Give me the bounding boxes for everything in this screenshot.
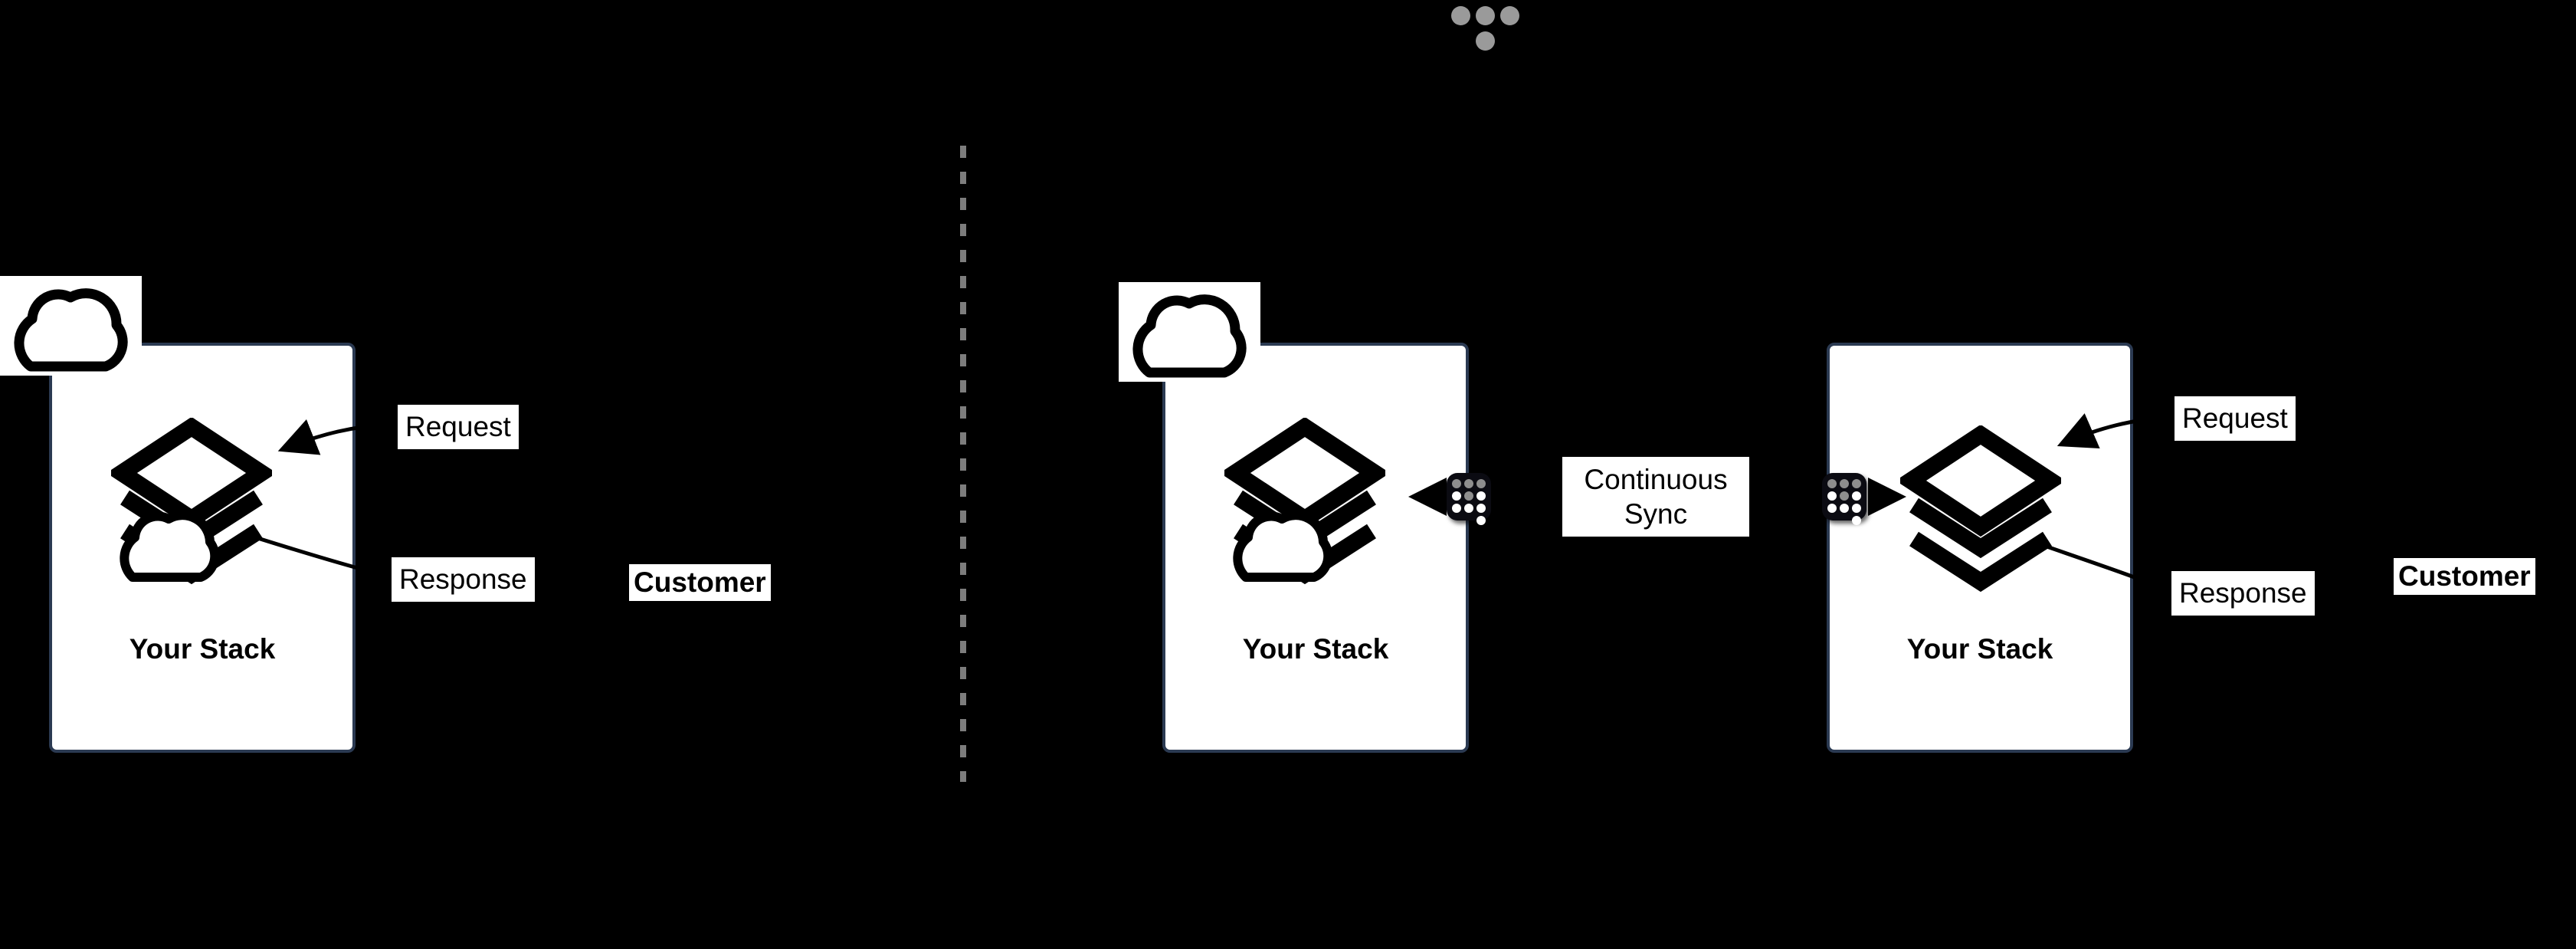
right-customer-label: Customer [2394, 558, 2535, 595]
grid-dot [1852, 516, 1861, 525]
scenario-divider [960, 146, 966, 782]
left-panel-title: Your Stack [129, 633, 276, 665]
four-dot-cluster-icon [1451, 6, 1522, 54]
grid-dot [1464, 479, 1473, 488]
continuous-sync-line-2: Sync [1624, 498, 1688, 530]
grid-dot [1840, 479, 1849, 488]
logo-dot [1476, 31, 1495, 51]
grid-dot [1452, 504, 1461, 513]
logo-dot [1500, 6, 1519, 25]
left-cloud-icon [0, 276, 142, 376]
grid-dot [1464, 504, 1473, 513]
grid-dot [1476, 516, 1486, 525]
logo-dot [1476, 6, 1495, 25]
left-customer-label: Customer [629, 564, 771, 601]
grid-dot [1840, 504, 1849, 513]
grid-dot [1464, 491, 1473, 501]
grid-dot [1452, 479, 1461, 488]
right-secondary-layered-stack-icon [1900, 425, 2061, 602]
left-request-label: Request [398, 405, 519, 449]
right-secondary-panel-title: Your Stack [1906, 633, 2053, 665]
grid-dot [1476, 491, 1486, 501]
grid-dot [1827, 491, 1837, 501]
grid-dot [1852, 479, 1861, 488]
right-primary-panel-title: Your Stack [1242, 633, 1389, 665]
right-sync-grid-dots-badge-icon [1822, 473, 1866, 525]
continuous-sync-label: Continuous Sync [1562, 457, 1749, 537]
grid-dot [1827, 479, 1837, 488]
grid-dot [1476, 479, 1486, 488]
grid-dot [1852, 504, 1861, 513]
grid-dot [1852, 491, 1861, 501]
right-response-label: Response [2171, 571, 2315, 616]
left-response-label: Response [392, 557, 535, 602]
right-primary-cloud-icon [1119, 282, 1260, 382]
left-layered-stack-cloud-icon [111, 418, 272, 594]
continuous-sync-line-1: Continuous [1584, 464, 1728, 495]
grid-dot [1476, 504, 1486, 513]
grid-dot [1452, 491, 1461, 501]
right-primary-layered-stack-cloud-icon [1224, 418, 1385, 594]
right-request-label: Request [2175, 396, 2296, 441]
left-sync-grid-dots-badge-icon [1447, 473, 1491, 525]
grid-dot [1840, 491, 1849, 501]
grid-dot [1827, 504, 1837, 513]
logo-dot [1451, 6, 1470, 25]
